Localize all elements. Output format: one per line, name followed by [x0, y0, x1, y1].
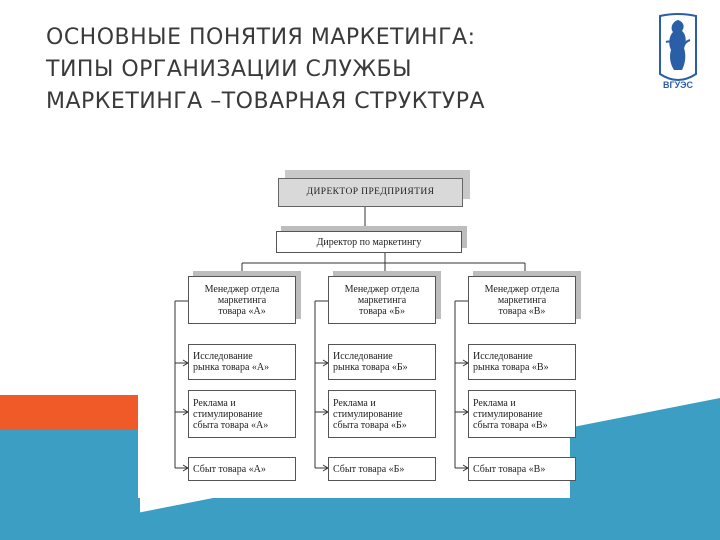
company-director-box: ДИРЕКТОР ПРЕДПРИЯТИЯ [278, 178, 463, 207]
manager-a-box: Менеджер отдела маркетинга товара «А» [188, 276, 296, 324]
manager-v-label: Менеджер отдела маркетинга товара «В» [484, 283, 560, 317]
promo-v-box: Реклама и стимулирование сбыта товара «В… [468, 390, 576, 438]
slide-title-line-2: ТИПЫ ОРГАНИЗАЦИИ СЛУЖБЫ [46, 57, 413, 82]
promo-v-label: Реклама и стимулирование сбыта товара «В… [473, 397, 548, 431]
marketing-director-label: Директор по маркетингу [316, 236, 422, 248]
sales-v-label: Сбыт товара «В» [473, 463, 546, 475]
diagram-connectors [174, 207, 526, 472]
decorative-blue-block [0, 430, 140, 540]
sales-b-box: Сбыт товара «Б» [328, 457, 436, 481]
manager-b-label: Менеджер отдела маркетинга товара «Б» [344, 283, 420, 317]
sales-v-box: Сбыт товара «В» [468, 457, 576, 481]
company-director-label: ДИРЕКТОР ПРЕДПРИЯТИЯ [306, 187, 435, 197]
logo-text: ВГУЭС [663, 80, 693, 90]
university-logo-icon: ВГУЭС [659, 13, 697, 90]
slide-title-line-1: ОСНОВНЫЕ ПОНЯТИЯ МАРКЕТИНГА: [46, 25, 476, 50]
sales-a-label: Сбыт товара «А» [193, 463, 266, 475]
promo-b-label: Реклама и стимулирование сбыта товара «Б… [333, 397, 407, 431]
promo-b-box: Реклама и стимулирование сбыта товара «Б… [328, 390, 436, 438]
research-v-box: Исследование рынка товара «В» [468, 344, 576, 380]
marketing-director-box: Директор по маркетингу [276, 231, 462, 253]
research-b-label: Исследование рынка товара «Б» [333, 351, 408, 373]
university-logo: ВГУЭС [658, 12, 698, 92]
research-b-box: Исследование рынка товара «Б» [328, 344, 436, 380]
promo-a-label: Реклама и стимулирование сбыта товара «А… [193, 397, 269, 431]
research-a-box: Исследование рынка товара «А» [188, 344, 296, 380]
manager-b-box: Менеджер отдела маркетинга товара «Б» [328, 276, 436, 324]
sales-b-label: Сбыт товара «Б» [333, 463, 405, 475]
research-a-label: Исследование рынка товара «А» [193, 351, 270, 373]
promo-a-box: Реклама и стимулирование сбыта товара «А… [188, 390, 296, 438]
manager-v-box: Менеджер отдела маркетинга товара «В» [468, 276, 576, 324]
research-v-label: Исследование рынка товара «В» [473, 351, 549, 373]
slide-title: ОСНОВНЫЕ ПОНЯТИЯ МАРКЕТИНГА: ТИПЫ ОРГАНИ… [46, 22, 636, 118]
sales-a-box: Сбыт товара «А» [188, 457, 296, 481]
manager-a-label: Менеджер отдела маркетинга товара «А» [204, 283, 280, 317]
slide-title-line-3: МАРКЕТИНГА –ТОВАРНАЯ СТРУКТУРА [46, 89, 486, 114]
org-structure-diagram: ДИРЕКТОР ПРЕДПРИЯТИЯ Директор по маркети… [138, 150, 576, 498]
